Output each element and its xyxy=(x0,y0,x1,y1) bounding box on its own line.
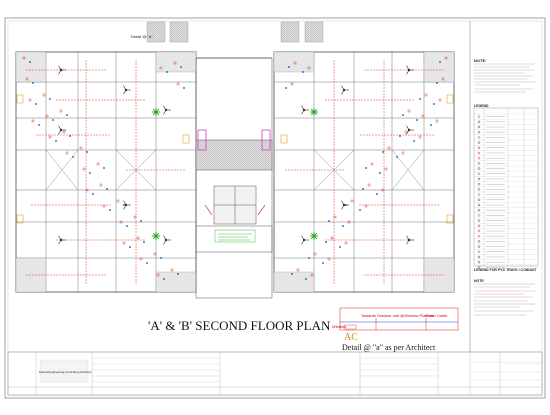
legend-pvc-heading: LEGEND FOR PVC TRAYS / CONDUIT xyxy=(474,268,537,272)
detail-tag: Detail @ "a" xyxy=(131,34,153,39)
outdoor-unit-label: Towards Outdoor unit @Window Platform xyxy=(361,313,435,318)
wing-a xyxy=(15,51,197,293)
notes-text-lines xyxy=(474,63,535,93)
legend-table xyxy=(473,107,539,269)
title-block xyxy=(7,351,543,396)
corridor-markers xyxy=(197,129,271,216)
central-core xyxy=(195,57,273,299)
ac-label: AC xyxy=(344,332,358,343)
core-note xyxy=(214,229,256,243)
legend-heading: LEGEND xyxy=(474,104,489,108)
notes-secondary-heading: NOTE xyxy=(474,279,484,283)
consultant-name: Kamal Engineering Consulting Services xyxy=(39,370,92,374)
plan-title: 'A' & 'B' SECOND FLOOR PLAN xyxy=(148,318,331,333)
terrace-hatch xyxy=(146,21,324,43)
ac-detail xyxy=(339,307,459,331)
floor-plan xyxy=(15,51,455,293)
wing-b xyxy=(273,51,455,293)
notes2-text-lines xyxy=(474,283,535,316)
detail-note: Detail @ "a" as per Architect xyxy=(342,343,436,352)
drain-outlet-label: Drain Outlet xyxy=(426,313,448,318)
window-label: Window xyxy=(332,324,347,329)
notes-heading: NOTE: xyxy=(474,58,487,63)
